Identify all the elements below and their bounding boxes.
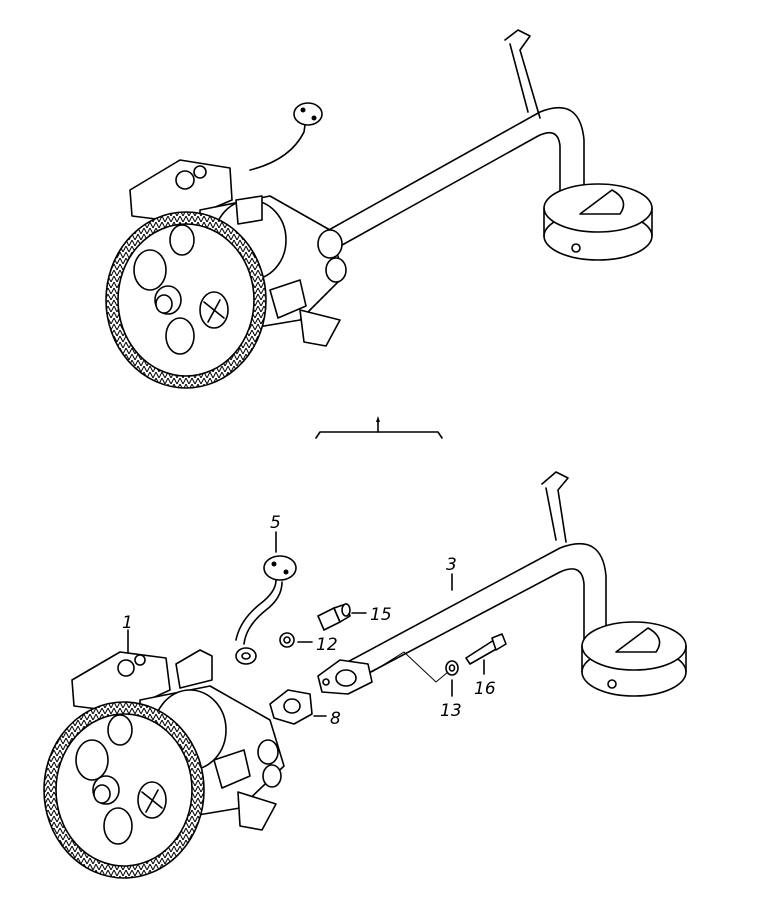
assembled-pressure-line: [249, 102, 323, 171]
part-3-suction-pipe: [317, 471, 687, 697]
exploded-pump-view: 1 5 3 15 12 8 13 16: [43, 471, 687, 879]
part-label-12: 12: [316, 635, 338, 655]
part-13-washer: [445, 660, 459, 676]
leader-lines: [127, 531, 485, 717]
assembled-pump-body: [129, 159, 347, 347]
part-12-washer: [279, 632, 295, 648]
assembled-drive-gear: [105, 211, 267, 389]
part-label-8: 8: [330, 709, 341, 729]
part-5-pressure-line: [235, 555, 297, 665]
view-separator-bracket: [315, 416, 443, 439]
part-1-oil-pump: [43, 649, 285, 879]
part-label-5: 5: [270, 513, 281, 533]
alignment-line: [371, 651, 449, 683]
part-label-16: 16: [474, 679, 496, 699]
part-label-15: 15: [370, 605, 392, 625]
part-label-1: 1: [122, 613, 133, 633]
part-label-13: 13: [440, 701, 462, 721]
part-label-3: 3: [446, 555, 457, 575]
part-15-bolt: [317, 603, 351, 631]
part-8-gasket: [269, 689, 313, 725]
assembled-suction-pipe: [317, 29, 653, 261]
assembled-pump-view: [105, 29, 653, 389]
part-16-bolt: [465, 633, 507, 665]
